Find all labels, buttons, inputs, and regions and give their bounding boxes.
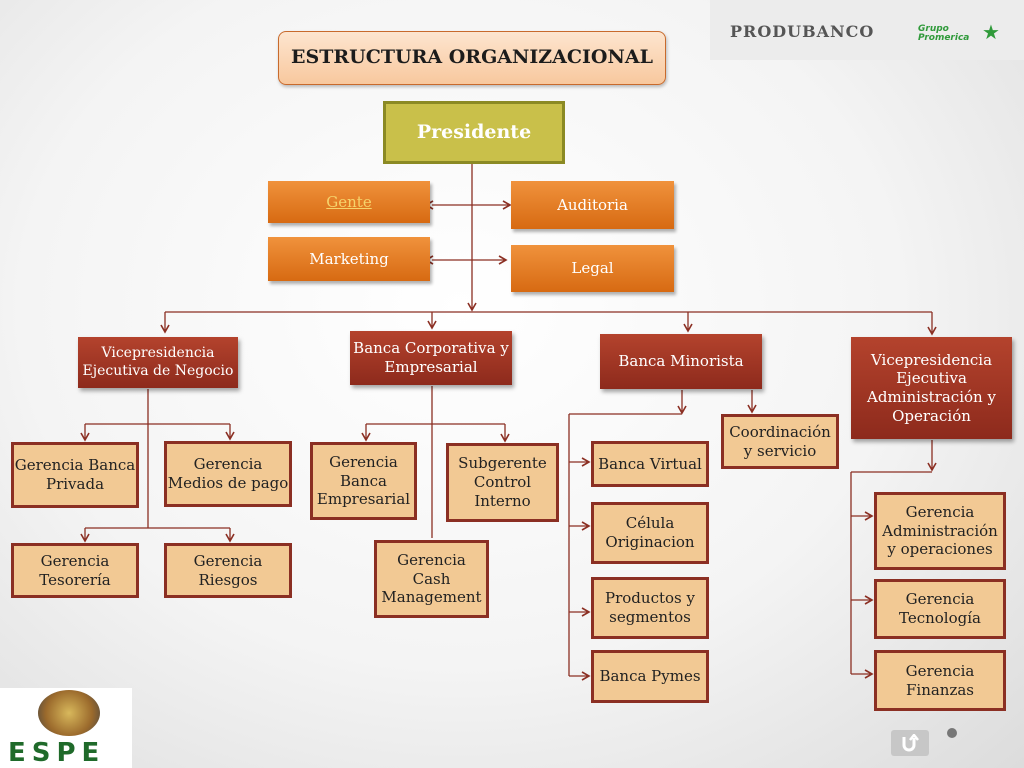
gente-link[interactable]: Gente bbox=[326, 192, 372, 211]
star-icon: ★ bbox=[982, 20, 1000, 44]
node-riesgos: Gerencia Riesgos bbox=[164, 543, 292, 598]
node-coordinacion: Coordinación y servicio bbox=[721, 414, 839, 469]
node-vp-negocio: Vicepresidencia Ejecutiva de Negocio bbox=[78, 337, 238, 388]
seal-icon bbox=[38, 690, 100, 736]
return-arrow-icon[interactable] bbox=[891, 730, 929, 756]
node-finanzas: Gerencia Finanzas bbox=[874, 650, 1006, 711]
node-banca-minorista: Banca Minorista bbox=[600, 334, 762, 389]
node-tecnologia: Gerencia Tecnología bbox=[874, 579, 1006, 639]
node-admin-operaciones: Gerencia Administración y operaciones bbox=[874, 492, 1006, 570]
node-banca-corporativa: Banca Corporativa y Empresarial bbox=[350, 331, 512, 385]
node-presidente: Presidente bbox=[383, 101, 565, 164]
node-cash-management: Gerencia Cash Management bbox=[374, 540, 489, 618]
page-title: ESTRUCTURA ORGANIZACIONAL bbox=[278, 31, 666, 85]
node-medios-pago: Gerencia Medios de pago bbox=[164, 441, 292, 507]
node-gente[interactable]: Gente bbox=[268, 181, 430, 223]
brand-name: PRODUBANCO bbox=[730, 22, 875, 41]
node-tesoreria: Gerencia Tesorería bbox=[11, 543, 139, 598]
node-banca-privada: Gerencia Banca Privada bbox=[11, 442, 139, 508]
node-vp-administracion: Vicepresidencia Ejecutiva Administración… bbox=[851, 337, 1012, 439]
node-banca-pymes: Banca Pymes bbox=[591, 650, 709, 703]
node-banca-virtual: Banca Virtual bbox=[591, 441, 709, 487]
espe-logo: ESPE bbox=[0, 688, 132, 768]
node-legal: Legal bbox=[511, 245, 674, 292]
node-celula-originacion: Célula Originacion bbox=[591, 502, 709, 564]
node-marketing: Marketing bbox=[268, 237, 430, 281]
slide-dot bbox=[947, 728, 957, 738]
espe-wordmark: ESPE bbox=[8, 738, 106, 768]
node-control-interno: Subgerente Control Interno bbox=[446, 443, 559, 522]
node-banca-empresarial: Gerencia Banca Empresarial bbox=[310, 442, 417, 520]
node-productos-segmentos: Productos y segmentos bbox=[591, 577, 709, 639]
node-auditoria: Auditoria bbox=[511, 181, 674, 229]
